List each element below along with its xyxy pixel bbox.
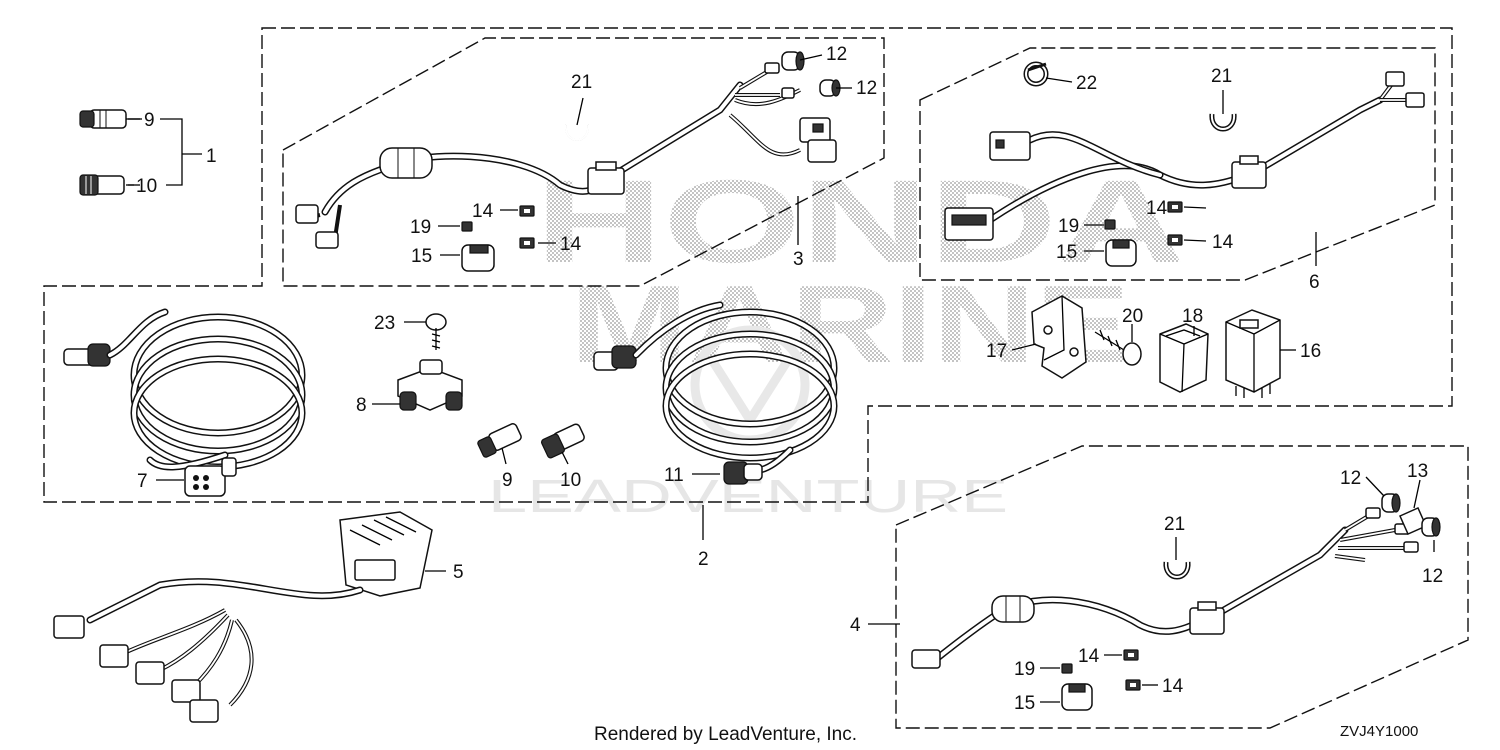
part-23-screw[interactable] bbox=[425, 313, 447, 350]
callout-14[interactable]: 14 bbox=[1212, 232, 1234, 253]
part-12-cap-b[interactable] bbox=[819, 79, 841, 97]
part-20-screw[interactable] bbox=[1094, 329, 1142, 366]
callout-8[interactable]: 8 bbox=[356, 395, 367, 416]
part-14-fuse-a[interactable] bbox=[519, 205, 535, 217]
callout-3[interactable]: 3 bbox=[793, 249, 804, 270]
callout-14[interactable]: 14 bbox=[560, 234, 582, 255]
callout-5[interactable]: 5 bbox=[453, 562, 464, 583]
callout-9[interactable]: 9 bbox=[502, 470, 513, 491]
callout-19[interactable]: 19 bbox=[1014, 659, 1035, 680]
part-10-terminator-top[interactable] bbox=[79, 174, 125, 196]
assembly-outlines bbox=[43, 27, 1469, 729]
callout-22[interactable]: 22 bbox=[1076, 73, 1097, 94]
part-21-clip-c[interactable] bbox=[1163, 561, 1191, 580]
callout-12[interactable]: 12 bbox=[1422, 566, 1443, 587]
part-14-fuse-b[interactable] bbox=[519, 237, 535, 249]
outline-harness-4 bbox=[895, 445, 1469, 729]
part-21-clip-b[interactable] bbox=[1209, 113, 1237, 132]
callout-10[interactable]: 10 bbox=[136, 176, 157, 197]
outline-harness-6 bbox=[919, 47, 1436, 281]
callout-1[interactable]: 1 bbox=[206, 146, 217, 167]
callout-15[interactable]: 15 bbox=[411, 246, 432, 267]
callout-19[interactable]: 19 bbox=[410, 217, 431, 238]
callout-21[interactable]: 21 bbox=[571, 72, 592, 93]
callout-14[interactable]: 14 bbox=[472, 201, 494, 222]
callout-11[interactable]: 11 bbox=[664, 465, 684, 486]
part-21-clip-a[interactable] bbox=[564, 124, 590, 141]
callout-9[interactable]: 9 bbox=[144, 110, 155, 131]
callout-20[interactable]: 20 bbox=[1122, 306, 1143, 327]
callout-14[interactable]: 14 bbox=[1078, 646, 1100, 667]
outline-harness-3 bbox=[282, 37, 885, 287]
part-9-terminator-top[interactable] bbox=[79, 109, 127, 129]
part-22-clamp[interactable] bbox=[1023, 61, 1049, 87]
callout-19[interactable]: 19 bbox=[1058, 216, 1079, 237]
callout-12[interactable]: 12 bbox=[1340, 468, 1361, 489]
part-18-relay-cover[interactable] bbox=[1159, 323, 1209, 393]
part-12-cap-c[interactable] bbox=[1381, 493, 1401, 513]
part-5-harness[interactable] bbox=[53, 511, 433, 723]
part-19-fuse-c[interactable] bbox=[1061, 663, 1073, 674]
part-15-fuse-holder-c[interactable] bbox=[1061, 683, 1093, 711]
part-12-cap-a[interactable] bbox=[781, 51, 805, 71]
callout-12[interactable]: 12 bbox=[856, 78, 877, 99]
part-11-cable[interactable] bbox=[593, 301, 838, 485]
part-14-fuse-f[interactable] bbox=[1125, 679, 1141, 691]
part-12-cap-d[interactable] bbox=[1421, 517, 1441, 537]
callout-17[interactable]: 17 bbox=[986, 341, 1007, 362]
diagram-code: ZVJ4Y1000 bbox=[1340, 723, 1418, 740]
callout-15[interactable]: 15 bbox=[1014, 693, 1035, 714]
rendered-by-credit: Rendered by LeadVenture, Inc. bbox=[594, 724, 857, 745]
callout-10[interactable]: 10 bbox=[560, 470, 581, 491]
callout-2[interactable]: 2 bbox=[698, 549, 709, 570]
callout-14[interactable]: 14 bbox=[1146, 198, 1168, 219]
part-14-fuse-e[interactable] bbox=[1123, 649, 1139, 661]
part-19-fuse-a[interactable] bbox=[461, 221, 473, 232]
callout-13[interactable]: 13 bbox=[1407, 461, 1428, 482]
callout-6[interactable]: 6 bbox=[1309, 272, 1320, 293]
callout-18[interactable]: 18 bbox=[1182, 306, 1203, 327]
callout-12[interactable]: 12 bbox=[826, 44, 847, 65]
callout-labels: 1 9 10 21 12 12 14 19 14 15 3 22 21 14 1… bbox=[136, 44, 1443, 714]
callout-21[interactable]: 21 bbox=[1164, 514, 1185, 535]
callout-14[interactable]: 14 bbox=[1162, 676, 1184, 697]
part-15-fuse-holder-b[interactable] bbox=[1105, 239, 1137, 267]
part-7-cable[interactable] bbox=[63, 308, 306, 497]
outline-main bbox=[43, 27, 1453, 503]
harness-4[interactable] bbox=[911, 507, 1419, 669]
callout-15[interactable]: 15 bbox=[1056, 242, 1077, 263]
part-10-terminator-mid[interactable] bbox=[541, 423, 586, 459]
callout-16[interactable]: 16 bbox=[1300, 341, 1321, 362]
callout-21[interactable]: 21 bbox=[1211, 66, 1232, 87]
part-14-fuse-c[interactable] bbox=[1167, 201, 1183, 213]
part-14-fuse-d[interactable] bbox=[1167, 234, 1183, 246]
leader-lines bbox=[126, 54, 1435, 703]
part-19-fuse-b[interactable] bbox=[1104, 219, 1116, 230]
part-16-relay[interactable] bbox=[1225, 309, 1281, 398]
callout-23[interactable]: 23 bbox=[374, 313, 395, 334]
callout-7[interactable]: 7 bbox=[137, 471, 148, 492]
callout-4[interactable]: 4 bbox=[850, 615, 861, 636]
part-9-terminator-mid[interactable] bbox=[477, 423, 523, 459]
part-8-tee-connector[interactable] bbox=[397, 359, 463, 411]
part-17-bracket[interactable] bbox=[1031, 295, 1087, 379]
harness-3[interactable] bbox=[295, 62, 837, 249]
harness-6[interactable] bbox=[944, 71, 1425, 241]
part-15-fuse-holder-a[interactable] bbox=[461, 244, 495, 272]
